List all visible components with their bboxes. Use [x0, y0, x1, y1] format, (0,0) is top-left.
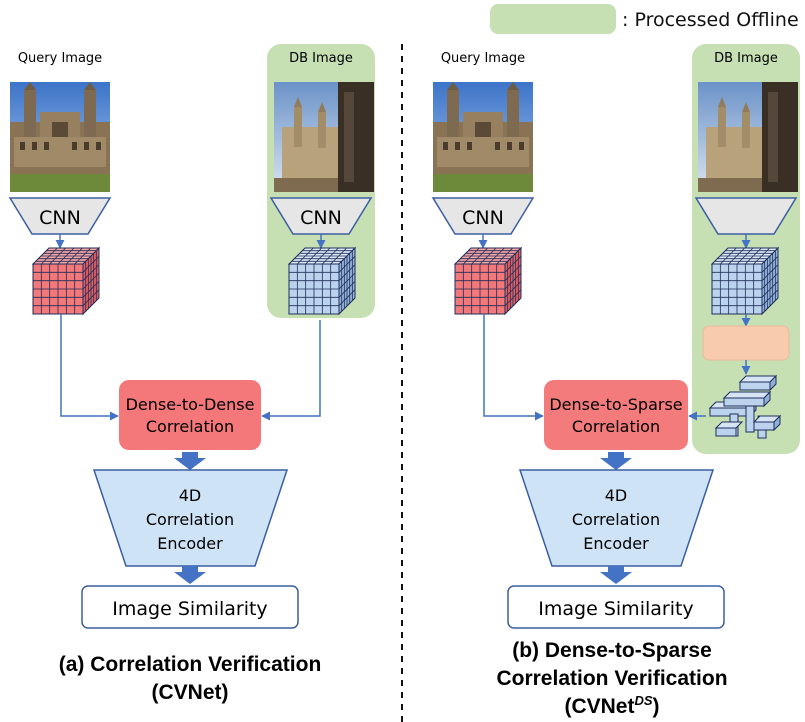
left-correlation-line1: Dense-to-Dense [126, 395, 255, 414]
left-query-label: Query Image [18, 51, 102, 66]
left-encoder-line3: Encoder [157, 534, 223, 553]
right-query-image [433, 82, 533, 192]
right-peach-box [702, 325, 790, 361]
left-arrow-to-output [174, 566, 206, 584]
left-db-label: DB Image [289, 51, 353, 66]
right-db-image [698, 82, 798, 192]
right-query-feature-cube [453, 246, 523, 316]
left-arrow-to-encoder [174, 452, 206, 470]
left-connector-db [261, 320, 321, 421]
left-cnn-query [8, 197, 112, 235]
right-caption-line2: Correlation Verification [496, 667, 727, 690]
right-correlation-line2: Correlation [572, 417, 660, 436]
right-query-label: Query Image [441, 51, 525, 66]
right-caption-suffix: ) [653, 695, 660, 718]
right-sparse-features [708, 374, 782, 439]
right-cnn-db [694, 197, 798, 235]
right-output-label: Image Similarity [538, 598, 693, 620]
right-db-label: DB Image [714, 51, 778, 66]
left-db-feature-cube [287, 246, 357, 316]
left-output-box [81, 585, 299, 629]
right-arrow-to-output [600, 566, 632, 584]
left-encoder-line2: Correlation [146, 510, 234, 529]
right-arrow-to-encoder [600, 452, 632, 470]
right-caption-prefix: (CVNet [564, 695, 634, 718]
legend-swatch [490, 4, 616, 34]
right-caption-line3: (CVNetDS) [564, 693, 659, 718]
right-encoder [518, 469, 715, 567]
left-caption-line1: (a) Correlation Verification [59, 653, 322, 676]
right-correlation-box [544, 380, 688, 450]
left-correlation-box [119, 380, 261, 450]
left-caption-line2: (CVNet) [152, 681, 229, 704]
right-encoder-line3: Encoder [583, 534, 649, 553]
left-encoder [92, 469, 289, 567]
left-cnn-db-label: CNN [300, 207, 342, 229]
right-encoder-line2: Correlation [572, 510, 660, 529]
left-correlation-line2: Correlation [146, 417, 234, 436]
right-cnn-query-label: CNN [462, 207, 504, 229]
right-connector-query [483, 314, 544, 421]
left-cnn-db [269, 197, 373, 235]
right-correlation-line1: Dense-to-Sparse [549, 395, 682, 414]
left-connector-query [60, 314, 119, 421]
left-cnn-query-label: CNN [39, 207, 81, 229]
legend-label: : Processed Offline [622, 9, 799, 31]
right-cnn-query [431, 197, 535, 235]
right-output-box [507, 585, 725, 629]
right-encoder-line1: 4D [605, 486, 628, 505]
right-caption-superscript: DS [634, 693, 652, 708]
left-query-image [10, 82, 110, 192]
right-db-feature-cube [710, 246, 780, 316]
left-encoder-line1: 4D [179, 486, 202, 505]
left-query-feature-cube [31, 246, 101, 316]
left-output-label: Image Similarity [112, 598, 267, 620]
right-caption-line1: (b) Dense-to-Sparse [512, 639, 712, 662]
left-db-image [274, 82, 374, 192]
